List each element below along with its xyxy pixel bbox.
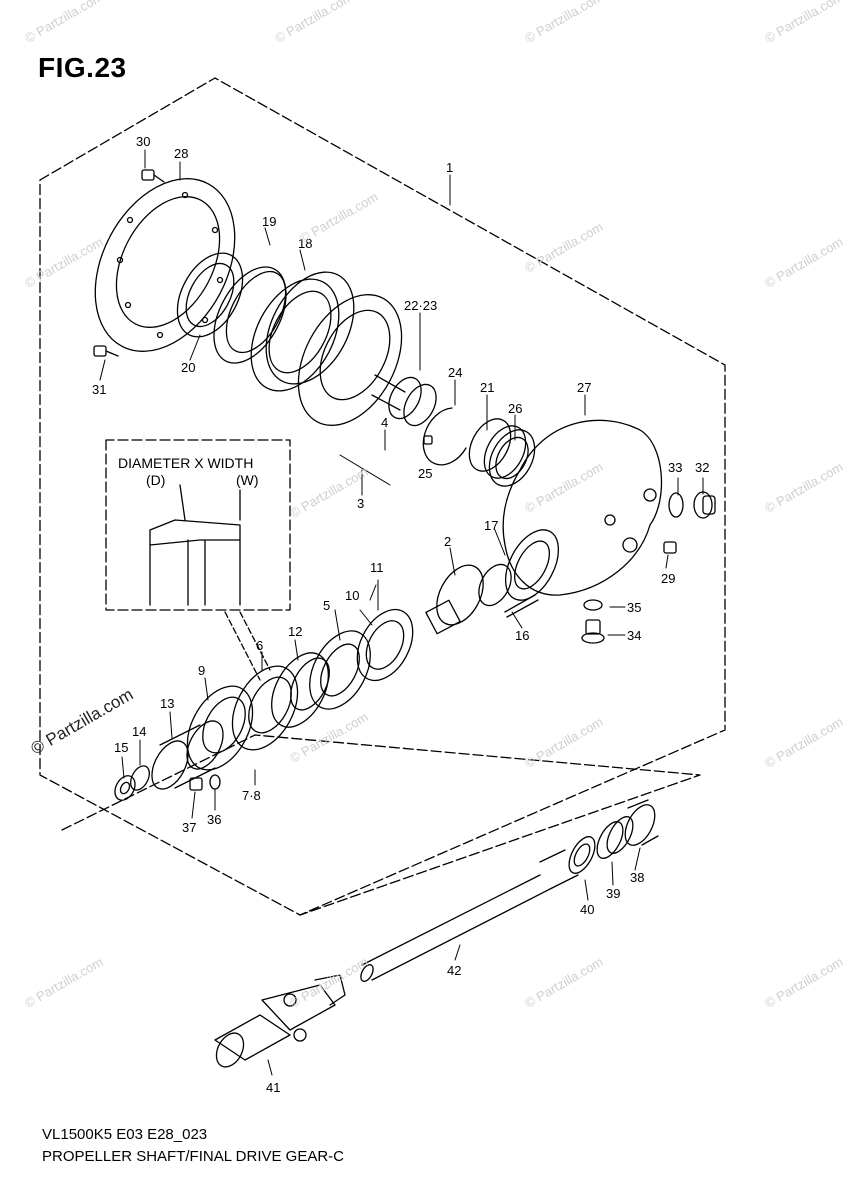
callout-32: 32	[695, 460, 709, 475]
callout-21: 21	[480, 380, 494, 395]
assembly-boundary	[39, 77, 726, 916]
spring-part-39	[596, 816, 634, 859]
shim-part-10	[356, 608, 414, 682]
plug-part-29	[663, 541, 677, 554]
figure-code: VL1500K5 E03 E28_023	[42, 1126, 208, 1143]
inset-w-label: (W)	[236, 472, 259, 488]
callout-19: 19	[262, 214, 276, 229]
callout-2: 2	[444, 534, 451, 549]
callout-39: 39	[606, 886, 620, 901]
callout-42: 42	[447, 963, 461, 978]
callout-33: 33	[668, 460, 682, 475]
callout-31: 31	[92, 382, 106, 397]
boot-part-38	[624, 799, 659, 846]
callout-18: 18	[298, 236, 312, 251]
callouts: 1 2 3 4 5 6 7·8 9 10 11 12 13 14 15 16 1…	[92, 134, 709, 1095]
circlip-part-24	[422, 407, 467, 466]
callout-13: 13	[160, 696, 174, 711]
ring-gear	[297, 294, 406, 426]
washer-part-14	[130, 765, 150, 791]
callout-5: 5	[323, 598, 330, 613]
ring-part-20	[176, 252, 244, 338]
callout-35: 35	[627, 600, 641, 615]
pinion-gear-part-2	[425, 563, 512, 635]
inset-label: DIAMETER X WIDTH	[118, 455, 253, 471]
callout-26: 26	[508, 401, 522, 416]
inset-d-label: (D)	[146, 472, 165, 488]
seal-part-26	[488, 429, 536, 487]
callout-11: 11	[370, 560, 384, 575]
seal-part-9	[186, 685, 254, 771]
bearing-housing-part-6	[231, 665, 299, 751]
callout-9: 9	[198, 663, 205, 678]
stud-part-16	[504, 594, 539, 618]
callout-4: 4	[381, 415, 388, 430]
plug-part-32	[693, 491, 716, 519]
callout-24: 24	[448, 365, 462, 380]
bolt-part-25	[423, 435, 433, 445]
callout-1: 1	[446, 160, 453, 175]
callout-34: 34	[627, 628, 641, 643]
bolt-part-37	[189, 777, 203, 791]
bolt-part-30	[141, 169, 165, 183]
callout-38: 38	[630, 870, 644, 885]
callout-10: 10	[345, 588, 359, 603]
callout-20: 20	[181, 360, 195, 375]
propeller-shaft-part-42	[360, 849, 579, 982]
callout-37: 37	[182, 820, 196, 835]
callout-41: 41	[266, 1080, 280, 1095]
dimension-inset	[105, 439, 291, 681]
shaft-boundary	[61, 734, 701, 916]
washer-part-33	[668, 492, 684, 518]
figure-caption: PROPELLER SHAFT/FINAL DRIVE GEAR-C	[42, 1148, 345, 1165]
callout-40: 40	[580, 902, 594, 917]
callout-29: 29	[661, 571, 675, 586]
bearing-part-21	[468, 418, 527, 479]
nut-part-15	[114, 775, 136, 801]
snap-ring-part-22-23	[388, 376, 437, 427]
callout-22-23: 22·23	[404, 298, 437, 313]
washer-part-36	[209, 774, 221, 790]
washer-part-35	[583, 599, 603, 611]
callout-15: 15	[114, 740, 128, 755]
callout-3: 3	[357, 496, 364, 511]
spacer-part-40	[568, 836, 596, 874]
callout-7-8: 7·8	[242, 788, 261, 803]
gasket-part-28	[94, 178, 236, 352]
bearing-part-18	[250, 271, 355, 392]
callout-12: 12	[288, 624, 302, 639]
inset-text: DIAMETER X WIDTH (D) (W)	[118, 455, 259, 488]
bearing-part-5	[309, 630, 371, 710]
universal-joint-part-41	[214, 974, 346, 1068]
callout-27: 27	[577, 380, 591, 395]
plug-part-34	[581, 619, 605, 644]
callout-28: 28	[174, 146, 188, 161]
callout-25: 25	[418, 466, 432, 481]
callout-36: 36	[207, 812, 221, 827]
figure-title: FIG.23	[38, 52, 127, 83]
leader-lines	[99, 149, 704, 1076]
bolt-part-31	[93, 345, 119, 357]
callout-16: 16	[515, 628, 529, 643]
bearing-part-12	[271, 652, 330, 728]
housing-part-27	[502, 419, 663, 601]
shim-part-19	[213, 266, 287, 364]
callout-30: 30	[136, 134, 150, 149]
callout-17: 17	[484, 518, 498, 533]
callout-14: 14	[132, 724, 146, 739]
callout-6: 6	[256, 638, 263, 653]
